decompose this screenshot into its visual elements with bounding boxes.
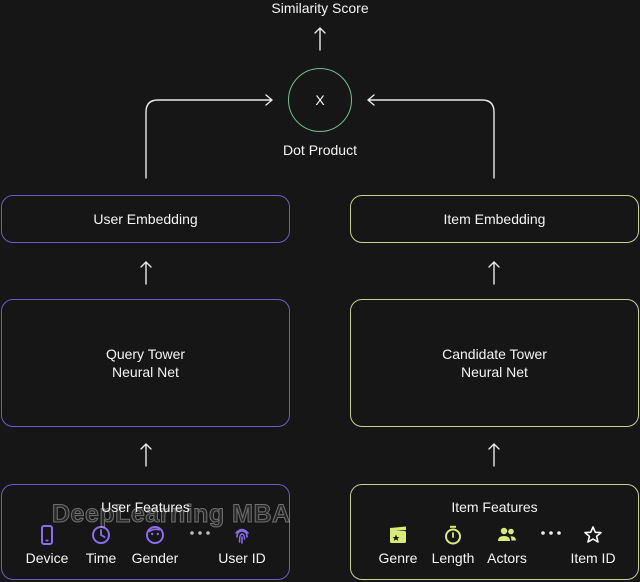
query-tower-subtitle: Neural Net <box>112 364 179 380</box>
clapperboard-icon <box>390 526 406 543</box>
item-embedding-box: Item Embedding <box>350 195 639 243</box>
feature-actors: Actors <box>481 525 533 567</box>
feature-label: Time <box>85 550 117 566</box>
feature-genre: Genre <box>371 525 425 567</box>
stopwatch-icon <box>445 525 461 545</box>
arrow-user-embedding-to-dot <box>145 94 273 179</box>
query-tower-box: Query Tower Neural Net <box>1 299 290 427</box>
user-embedding-label: User Embedding <box>93 211 198 227</box>
dot-product-label: Dot Product <box>283 142 357 158</box>
item-embedding-label: Item Embedding <box>443 211 546 227</box>
people-icon <box>498 527 516 541</box>
feature-label: Genre <box>378 550 418 566</box>
feature-item-id: Item ID <box>565 525 621 567</box>
arrow-query-tower-to-user-embedding <box>140 261 152 285</box>
feature-device: Device <box>16 525 78 567</box>
candidate-tower-title: Candidate Tower <box>442 346 547 362</box>
feature-label: Gender <box>131 550 179 566</box>
watermark: DeepLearning MBA <box>52 500 291 529</box>
feature-ellipsis <box>537 529 565 541</box>
feature-time: Time <box>78 525 124 567</box>
dot-product-node: X <box>288 68 352 132</box>
candidate-tower-box: Candidate Tower Neural Net <box>350 299 639 427</box>
feature-label: Device <box>25 550 69 566</box>
feature-label: Length <box>431 550 475 566</box>
item-features-box: Item Features Genre Length Actors <box>350 484 639 580</box>
candidate-tower-subtitle: Neural Net <box>461 364 528 380</box>
fingerprint-icon <box>235 528 249 544</box>
feature-label: Item ID <box>570 550 616 566</box>
face-icon <box>146 526 164 544</box>
feature-user-id: User ID <box>214 525 270 567</box>
feature-ellipsis <box>186 529 214 541</box>
feature-gender: Gender <box>124 525 186 567</box>
arrow-user-features-to-query-tower <box>140 443 152 467</box>
query-tower-title: Query Tower <box>105 346 186 362</box>
ellipsis-icon <box>541 531 561 535</box>
item-features-title: Item Features <box>451 499 538 515</box>
arrow-to-score <box>314 27 326 51</box>
phone-icon <box>41 525 53 545</box>
user-features-box: User Features Device Time Gender <box>1 484 290 580</box>
similarity-score-label: Similarity Score <box>271 0 369 16</box>
user-embedding-box: User Embedding <box>1 195 290 243</box>
user-features-title: User Features <box>101 499 190 515</box>
ellipsis-icon <box>190 531 210 535</box>
feature-label: User ID <box>218 550 266 566</box>
star-icon <box>584 526 602 543</box>
clock-icon <box>92 526 110 544</box>
feature-length: Length <box>425 525 481 567</box>
feature-label: Actors <box>487 550 527 566</box>
dot-product-symbol: X <box>315 92 325 108</box>
arrow-item-features-to-candidate-tower <box>488 443 500 467</box>
arrow-candidate-tower-to-item-embedding <box>488 261 500 285</box>
arrow-item-embedding-to-dot <box>367 94 495 179</box>
